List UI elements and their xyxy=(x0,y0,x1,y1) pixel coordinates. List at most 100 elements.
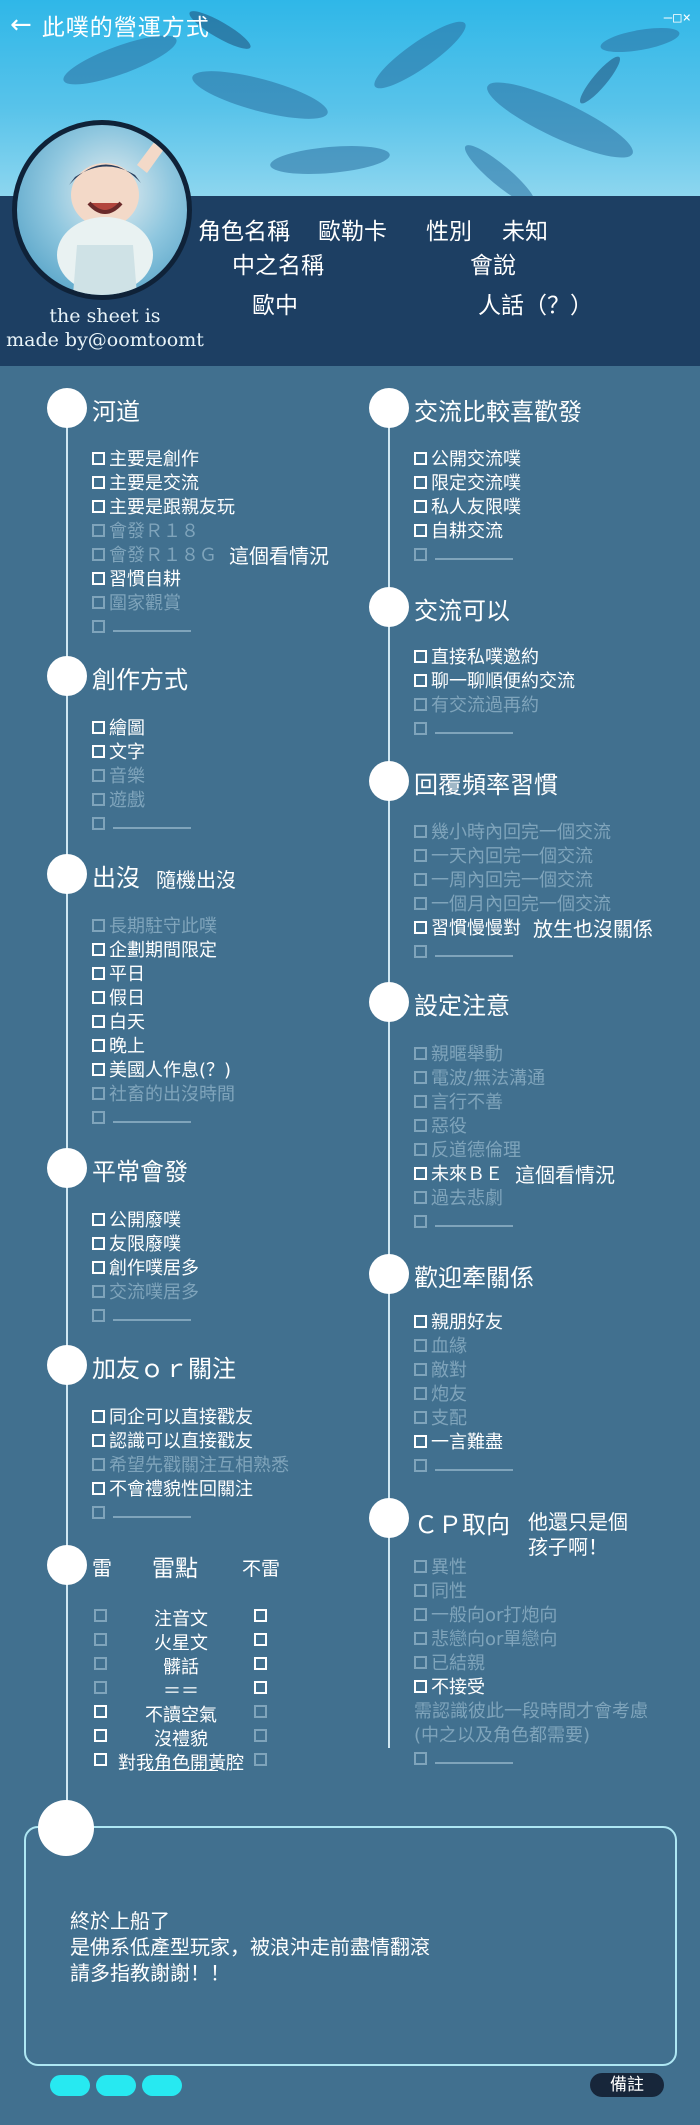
thunder-checkbox-icon[interactable] xyxy=(94,1657,107,1670)
checkbox-icon[interactable] xyxy=(92,475,105,489)
checklist-item[interactable]: 自耕交流 xyxy=(414,519,503,542)
checklist-item[interactable]: 主要是創作 xyxy=(92,447,199,470)
checkbox-icon[interactable] xyxy=(92,1284,105,1298)
checkbox-icon[interactable] xyxy=(414,649,427,663)
checklist-item[interactable]: 反道德倫理 xyxy=(414,1138,521,1161)
checklist-item[interactable]: 支配 xyxy=(414,1406,467,1429)
blank-line[interactable] xyxy=(435,945,513,957)
blank-line[interactable] xyxy=(435,548,513,560)
checkbox-icon[interactable] xyxy=(92,744,105,758)
checkbox-icon[interactable] xyxy=(414,523,427,537)
checklist-item[interactable]: 希望先戳關注互相熟悉 xyxy=(92,1453,289,1476)
thunder-checkbox-icon[interactable] xyxy=(94,1681,107,1694)
checklist-item[interactable]: 創作噗居多 xyxy=(92,1256,199,1279)
blank-line[interactable] xyxy=(113,817,191,829)
checkbox-icon[interactable] xyxy=(414,1094,427,1108)
checkbox-icon[interactable] xyxy=(414,721,427,735)
checkbox-icon[interactable] xyxy=(414,1338,427,1352)
checkbox-icon[interactable] xyxy=(92,942,105,956)
checklist-item[interactable]: 友限廢噗 xyxy=(92,1232,181,1255)
thunder-checkbox-icon[interactable] xyxy=(94,1609,107,1622)
checkbox-icon[interactable] xyxy=(92,1062,105,1076)
blank-checklist-item[interactable] xyxy=(414,1454,513,1476)
checklist-item[interactable]: 一周內回完一個交流 xyxy=(414,868,593,891)
checkbox-icon[interactable] xyxy=(414,920,427,934)
checklist-item[interactable]: 美國人作息(？) xyxy=(92,1058,231,1081)
checklist-item[interactable]: 同企可以直接戳友 xyxy=(92,1405,253,1428)
blank-line[interactable] xyxy=(113,620,191,632)
checkbox-icon[interactable] xyxy=(414,1046,427,1060)
no-thunder-checkbox-icon[interactable] xyxy=(254,1753,267,1766)
checklist-item[interactable]: 幾小時內回完一個交流 xyxy=(414,820,611,843)
back-arrow-icon[interactable]: ← xyxy=(10,10,32,40)
checkbox-icon[interactable] xyxy=(92,918,105,932)
checkbox-icon[interactable] xyxy=(92,547,105,561)
checklist-item[interactable]: 習慣自耕 xyxy=(92,567,181,590)
checklist-item[interactable]: 已結親 xyxy=(414,1651,485,1674)
checkbox-icon[interactable] xyxy=(414,1362,427,1376)
no-thunder-checkbox-icon[interactable] xyxy=(254,1633,267,1646)
checkbox-icon[interactable] xyxy=(414,944,427,958)
checklist-item[interactable]: 需認識彼此一段時間才會考慮 xyxy=(414,1699,648,1722)
blank-checklist-item[interactable] xyxy=(92,812,191,834)
checklist-item[interactable]: 主要是交流 xyxy=(92,471,199,494)
checkbox-icon[interactable] xyxy=(92,1260,105,1274)
checkbox-icon[interactable] xyxy=(92,966,105,980)
checkbox-icon[interactable] xyxy=(414,872,427,886)
page-pill-3[interactable] xyxy=(142,2075,182,2096)
checkbox-icon[interactable] xyxy=(414,1631,427,1645)
checkbox-icon[interactable] xyxy=(414,697,427,711)
checkbox-icon[interactable] xyxy=(92,619,105,633)
checklist-item[interactable]: 主要是跟親友玩 xyxy=(92,495,235,518)
blank-checklist-item[interactable] xyxy=(414,1747,513,1769)
thunder-checkbox-icon[interactable] xyxy=(94,1753,107,1766)
checklist-item[interactable]: 限定交流噗 xyxy=(414,471,521,494)
checkbox-icon[interactable] xyxy=(414,547,427,561)
checkbox-icon[interactable] xyxy=(414,475,427,489)
no-thunder-checkbox-icon[interactable] xyxy=(254,1729,267,1742)
checklist-item[interactable]: 圍家觀賞 xyxy=(92,591,181,614)
no-thunder-checkbox-icon[interactable] xyxy=(254,1657,267,1670)
no-thunder-checkbox-icon[interactable] xyxy=(254,1681,267,1694)
checkbox-icon[interactable] xyxy=(414,1118,427,1132)
checkbox-icon[interactable] xyxy=(92,720,105,734)
thunder-checkbox-icon[interactable] xyxy=(94,1633,107,1646)
checklist-item[interactable]: 不接受 xyxy=(414,1675,485,1698)
checklist-item[interactable]: 電波/無法溝通 xyxy=(414,1066,545,1089)
checkbox-icon[interactable] xyxy=(414,1751,427,1765)
checkbox-icon[interactable] xyxy=(92,1409,105,1423)
checkbox-icon[interactable] xyxy=(414,1386,427,1400)
blank-line[interactable] xyxy=(435,1459,513,1471)
checklist-item[interactable]: 過去悲劇 xyxy=(414,1186,503,1209)
checklist-item[interactable]: 白天 xyxy=(92,1010,145,1033)
checklist-item[interactable]: 交流噗居多 xyxy=(92,1280,199,1303)
blank-line[interactable] xyxy=(113,1506,191,1518)
checkbox-icon[interactable] xyxy=(414,848,427,862)
checklist-item[interactable]: 公開交流噗 xyxy=(414,447,521,470)
blank-line[interactable] xyxy=(435,1752,513,1764)
checklist-item[interactable]: 晚上 xyxy=(92,1034,145,1057)
checklist-item[interactable]: 直接私噗邀約 xyxy=(414,645,539,668)
checklist-item[interactable]: 炮友 xyxy=(414,1382,467,1405)
checklist-item[interactable]: 一天內回完一個交流 xyxy=(414,844,593,867)
checkbox-icon[interactable] xyxy=(92,1014,105,1028)
checkbox-icon[interactable] xyxy=(92,1086,105,1100)
blank-checklist-item[interactable] xyxy=(92,1304,191,1326)
blank-checklist-item[interactable] xyxy=(92,1501,191,1523)
checkbox-icon[interactable] xyxy=(414,1190,427,1204)
checkbox-icon[interactable] xyxy=(414,1166,427,1180)
checkbox-icon[interactable] xyxy=(92,1236,105,1250)
checklist-item[interactable]: 聊一聊順便約交流 xyxy=(414,669,575,692)
checkbox-icon[interactable] xyxy=(414,499,427,513)
checkbox-icon[interactable] xyxy=(92,523,105,537)
blank-checklist-item[interactable] xyxy=(92,1106,191,1128)
checkbox-icon[interactable] xyxy=(92,1433,105,1447)
blank-checklist-item[interactable] xyxy=(414,1210,513,1232)
checkbox-icon[interactable] xyxy=(92,1308,105,1322)
checkbox-icon[interactable] xyxy=(414,1410,427,1424)
checkbox-icon[interactable] xyxy=(414,1458,427,1472)
window-controls[interactable]: –□× xyxy=(663,10,692,26)
checkbox-icon[interactable] xyxy=(92,1212,105,1226)
checklist-item[interactable]: 私人友限噗 xyxy=(414,495,521,518)
